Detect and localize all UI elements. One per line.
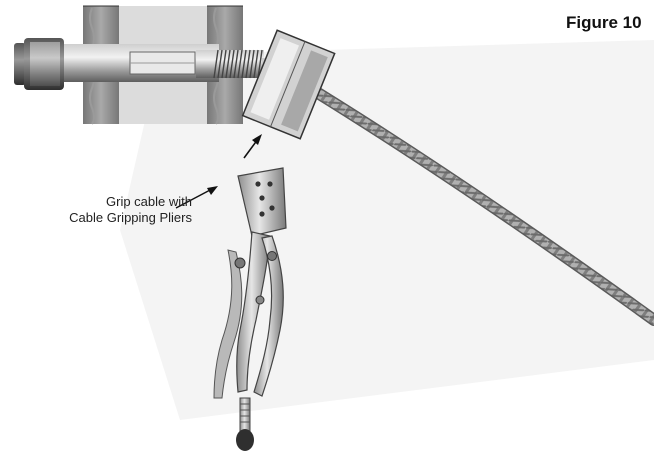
cable-clamp-block-icon: [241, 29, 336, 140]
arrow-icon: [243, 134, 262, 159]
callout-leader-arrow: [175, 186, 218, 209]
figure-title: Figure 10: [566, 13, 642, 32]
callout-line-2: Cable Gripping Pliers: [69, 210, 192, 225]
callout-text: Grip cable with Cable Gripping Pliers: [22, 194, 192, 226]
locking-pliers-icon: [213, 167, 287, 451]
cable-icon: [294, 76, 654, 326]
callout-line-1: Grip cable with: [106, 194, 192, 209]
